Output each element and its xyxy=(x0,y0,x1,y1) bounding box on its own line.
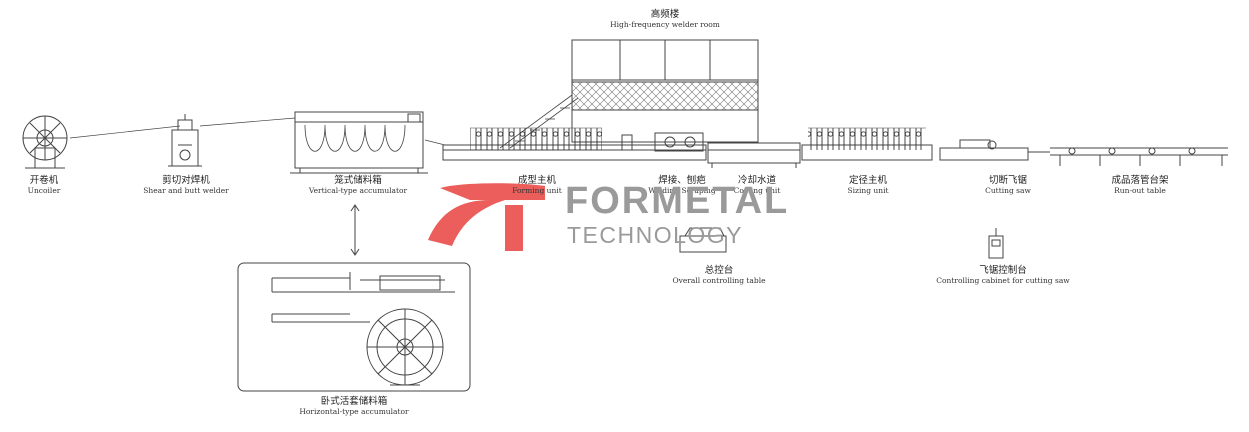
runout-table-machine xyxy=(1050,147,1228,166)
shear-welder-label-zh: 剪切对焊机 xyxy=(162,175,210,186)
overall-control-label: 总控台 Overall controlling table xyxy=(672,266,765,285)
welding-scraping-label-zh: 焊接、刨疤 xyxy=(658,175,706,186)
uncoiler-label-en: Uncoiler xyxy=(27,185,61,195)
cutting-saw-label-zh: 切断飞锯 xyxy=(988,175,1028,186)
accumulator-arrow xyxy=(350,204,360,256)
saw-control-label-zh: 飞锯控制台 xyxy=(979,265,1027,276)
formetal-watermark: FORMETAL TECHNOLOGY xyxy=(425,178,825,258)
vertical-accumulator-label-zh: 笼式储料箱 xyxy=(334,175,382,186)
cooling-unit-label-zh: 冷却水道 xyxy=(737,175,776,186)
overall-control-label-zh: 总控台 xyxy=(704,265,734,276)
vertical-accumulator-label-en: Vertical-type accumulator xyxy=(308,185,408,195)
brand-subtitle: TECHNOLOGY xyxy=(567,222,744,248)
vertical-accumulator-label: 笼式储料箱 Vertical-type accumulator xyxy=(309,176,407,195)
overall-control-desk xyxy=(679,227,727,253)
horizontal-accumulator-panel xyxy=(237,262,471,392)
saw-control-cabinet xyxy=(988,228,1004,259)
runout-table-label-zh: 成品落管台架 xyxy=(1111,175,1169,186)
saw-control-label-en: Controlling cabinet for cutting saw xyxy=(936,275,1070,285)
cooling-unit-label-en: Cooling unit xyxy=(733,185,781,195)
cutting-saw-label-en: Cutting saw xyxy=(985,185,1031,195)
welder-room-label-en: High-frequency welder room xyxy=(610,19,720,29)
uncoiler-machine xyxy=(22,115,68,169)
runout-table-label: 成品落管台架 Run-out table xyxy=(1111,176,1168,195)
forming-unit-label-en: Forming unit xyxy=(512,185,562,195)
strip-line xyxy=(69,117,446,146)
cooling-unit-label: 冷却水道 Cooling unit xyxy=(734,176,781,195)
formetal-logo-mark xyxy=(428,183,545,251)
horizontal-accumulator-label-en: Horizontal-type accumulator xyxy=(299,406,409,416)
uncoiler-label: 开卷机 Uncoiler xyxy=(28,176,61,195)
sizing-unit-label-zh: 定径主机 xyxy=(848,175,888,186)
horizontal-accumulator-label-zh: 卧式活套储料箱 xyxy=(320,396,388,407)
welding-scraping-label-en: Welding Scraping xyxy=(648,185,716,195)
shear-welder-label: 剪切对焊机 Shear and butt welder xyxy=(143,176,228,195)
runout-table-label-en: Run-out table xyxy=(1114,185,1166,195)
uncoiler-label-zh: 开卷机 xyxy=(29,175,59,186)
cooling-unit-machine xyxy=(707,142,801,168)
forming-unit-machine xyxy=(442,127,707,161)
shear-welder-machine xyxy=(168,114,202,167)
cutting-saw-machine xyxy=(939,139,1050,161)
shear-welder-label-en: Shear and butt welder xyxy=(143,185,229,195)
forming-unit-label-zh: 成型主机 xyxy=(517,175,556,186)
sizing-unit-machine xyxy=(801,127,933,161)
forming-unit-label: 成型主机 Forming unit xyxy=(512,176,562,195)
sizing-unit-label: 定径主机 Sizing unit xyxy=(848,176,889,195)
brand-name: FORMETAL xyxy=(565,180,790,222)
saw-control-label: 飞锯控制台 Controlling cabinet for cutting sa… xyxy=(936,266,1069,285)
welding-scraping-machine xyxy=(621,132,704,152)
cutting-saw-label: 切断飞锯 Cutting saw xyxy=(985,176,1031,195)
welder-room-label-zh: 高频楼 xyxy=(650,9,680,20)
welder-room-label: 高频楼 High-frequency welder room xyxy=(610,10,720,29)
vertical-accumulator-machine xyxy=(290,111,428,174)
sizing-unit-label-en: Sizing unit xyxy=(847,185,889,195)
horizontal-accumulator-label: 卧式活套储料箱 Horizontal-type accumulator xyxy=(299,397,408,416)
overall-control-label-en: Overall controlling table xyxy=(672,275,766,285)
welding-scraping-label: 焊接、刨疤 Welding Scraping xyxy=(648,176,715,195)
